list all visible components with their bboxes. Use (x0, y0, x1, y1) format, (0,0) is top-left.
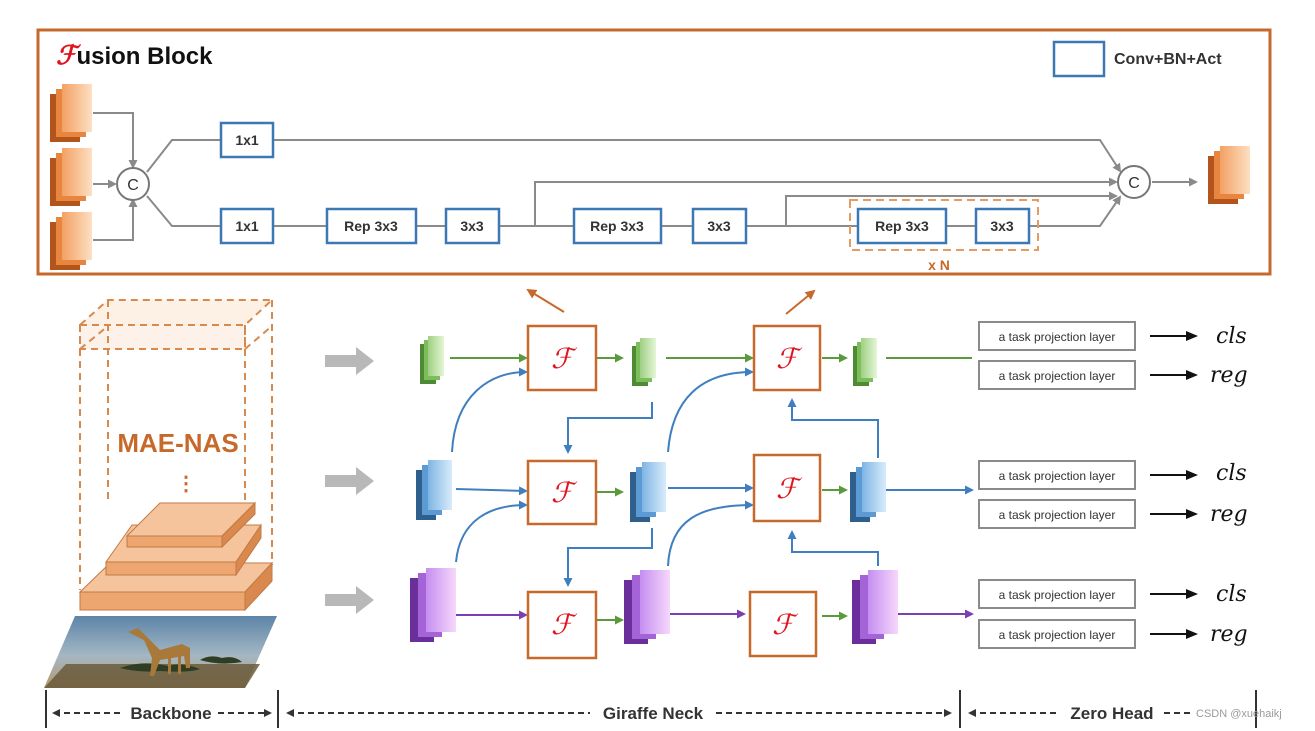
section-label-backbone: Backbone (130, 704, 211, 723)
svg-text:a task projection layer: a task projection layer (999, 469, 1116, 483)
backbone-ellipsis: ⋮ (176, 473, 196, 495)
watermark: CSDN @xuehaikj (1196, 708, 1282, 720)
svg-text:1x1: 1x1 (235, 132, 259, 148)
concat-output-node: C (1117, 165, 1151, 199)
neck-feature-purple-3-icon (852, 570, 898, 644)
fusion-block-panel: ℱusion Block Conv+BN+Act C (36, 28, 1272, 276)
legend-box-icon (1052, 40, 1106, 78)
fusion-input-feature-3-icon (50, 212, 92, 270)
conv-block-3: Rep 3x3 (325, 207, 418, 245)
conv-block-7: Rep 3x3 (856, 207, 948, 245)
neck-feature-green-1-icon (420, 336, 444, 384)
neck-feature-green-3-icon (853, 338, 877, 386)
task-layer-4: a task projection layer (978, 499, 1136, 529)
concat-input-node: C (116, 167, 150, 201)
output-reg-2: reg (1210, 502, 1248, 527)
output-cls-3: cls (1216, 582, 1247, 607)
giraffe-neck: ℱ ℱ ℱ ℱ ℱ ℱ (410, 288, 974, 660)
fusion-input-feature-2-icon (50, 148, 92, 206)
svg-text:Rep 3x3: Rep 3x3 (590, 218, 644, 234)
backbone: MAE-NAS ⋮ (44, 299, 277, 688)
svg-text:a task projection layer: a task projection layer (999, 588, 1116, 602)
conv-block-6: 3x3 (691, 207, 748, 245)
neck-feature-purple-1-icon (410, 568, 456, 642)
fusion-node-2: ℱ (752, 324, 822, 392)
output-reg-1: reg (1210, 363, 1248, 388)
section-label-neck: Giraffe Neck (603, 704, 704, 723)
task-layer-2: a task projection layer (978, 360, 1136, 390)
svg-text:C: C (1128, 175, 1140, 192)
fusion-node-6: ℱ (748, 590, 818, 658)
task-layer-6: a task projection layer (978, 619, 1136, 649)
conv-block-8: 3x3 (974, 207, 1031, 245)
backbone-layers-icon (78, 501, 274, 612)
neck-feature-blue-3-icon (850, 462, 886, 522)
output-reg-3: reg (1210, 622, 1248, 647)
conv-block-5: Rep 3x3 (572, 207, 663, 245)
neck-feature-green-2-icon (632, 338, 656, 386)
task-layer-5: a task projection layer (978, 579, 1136, 609)
neck-feature-purple-2-icon (624, 570, 670, 644)
svg-text:a task projection layer: a task projection layer (999, 628, 1116, 642)
repeat-label: x N (928, 257, 950, 273)
task-layer-1: a task projection layer (978, 321, 1136, 351)
conv-block-4: 3x3 (444, 207, 501, 245)
task-layer-3: a task projection layer (978, 460, 1136, 490)
giraffe-photo-icon (44, 616, 277, 688)
fusion-block-title: ℱusion Block (56, 41, 213, 71)
output-cls-1: cls (1216, 324, 1247, 349)
backbone-label: MAE-NAS (117, 428, 238, 458)
section-bar: Backbone Giraffe Neck Zero Head CSDN @xu… (45, 690, 1282, 728)
conv-block-2: 1x1 (219, 207, 275, 245)
output-cls-2: cls (1216, 461, 1247, 486)
fusion-output-feature-icon (1208, 146, 1250, 204)
fusion-node-4: ℱ (752, 453, 822, 523)
svg-text:Rep 3x3: Rep 3x3 (344, 218, 398, 234)
backbone-to-neck-arrows (325, 347, 374, 614)
neck-feature-blue-2-icon (630, 462, 666, 522)
fusion-node-1: ℱ (526, 324, 598, 392)
legend-label: Conv+BN+Act (1114, 51, 1222, 68)
svg-text:a task projection layer: a task projection layer (999, 508, 1116, 522)
zero-head: a task projection layer a task projectio… (978, 321, 1248, 649)
svg-text:3x3: 3x3 (990, 218, 1014, 234)
fusion-node-3: ℱ (526, 459, 598, 526)
svg-text:1x1: 1x1 (235, 218, 259, 234)
svg-text:Rep 3x3: Rep 3x3 (875, 218, 929, 234)
fusion-input-feature-1-icon (50, 84, 92, 142)
svg-text:a task projection layer: a task projection layer (999, 369, 1116, 383)
conv-block-1: 1x1 (219, 121, 275, 159)
section-label-head: Zero Head (1070, 704, 1153, 723)
svg-text:a task projection layer: a task projection layer (999, 330, 1116, 344)
svg-text:3x3: 3x3 (460, 218, 484, 234)
svg-text:3x3: 3x3 (707, 218, 731, 234)
svg-text:C: C (127, 177, 139, 194)
neck-feature-blue-1-icon (416, 460, 452, 520)
repeat-group (849, 199, 1039, 251)
fusion-node-5: ℱ (526, 590, 598, 660)
